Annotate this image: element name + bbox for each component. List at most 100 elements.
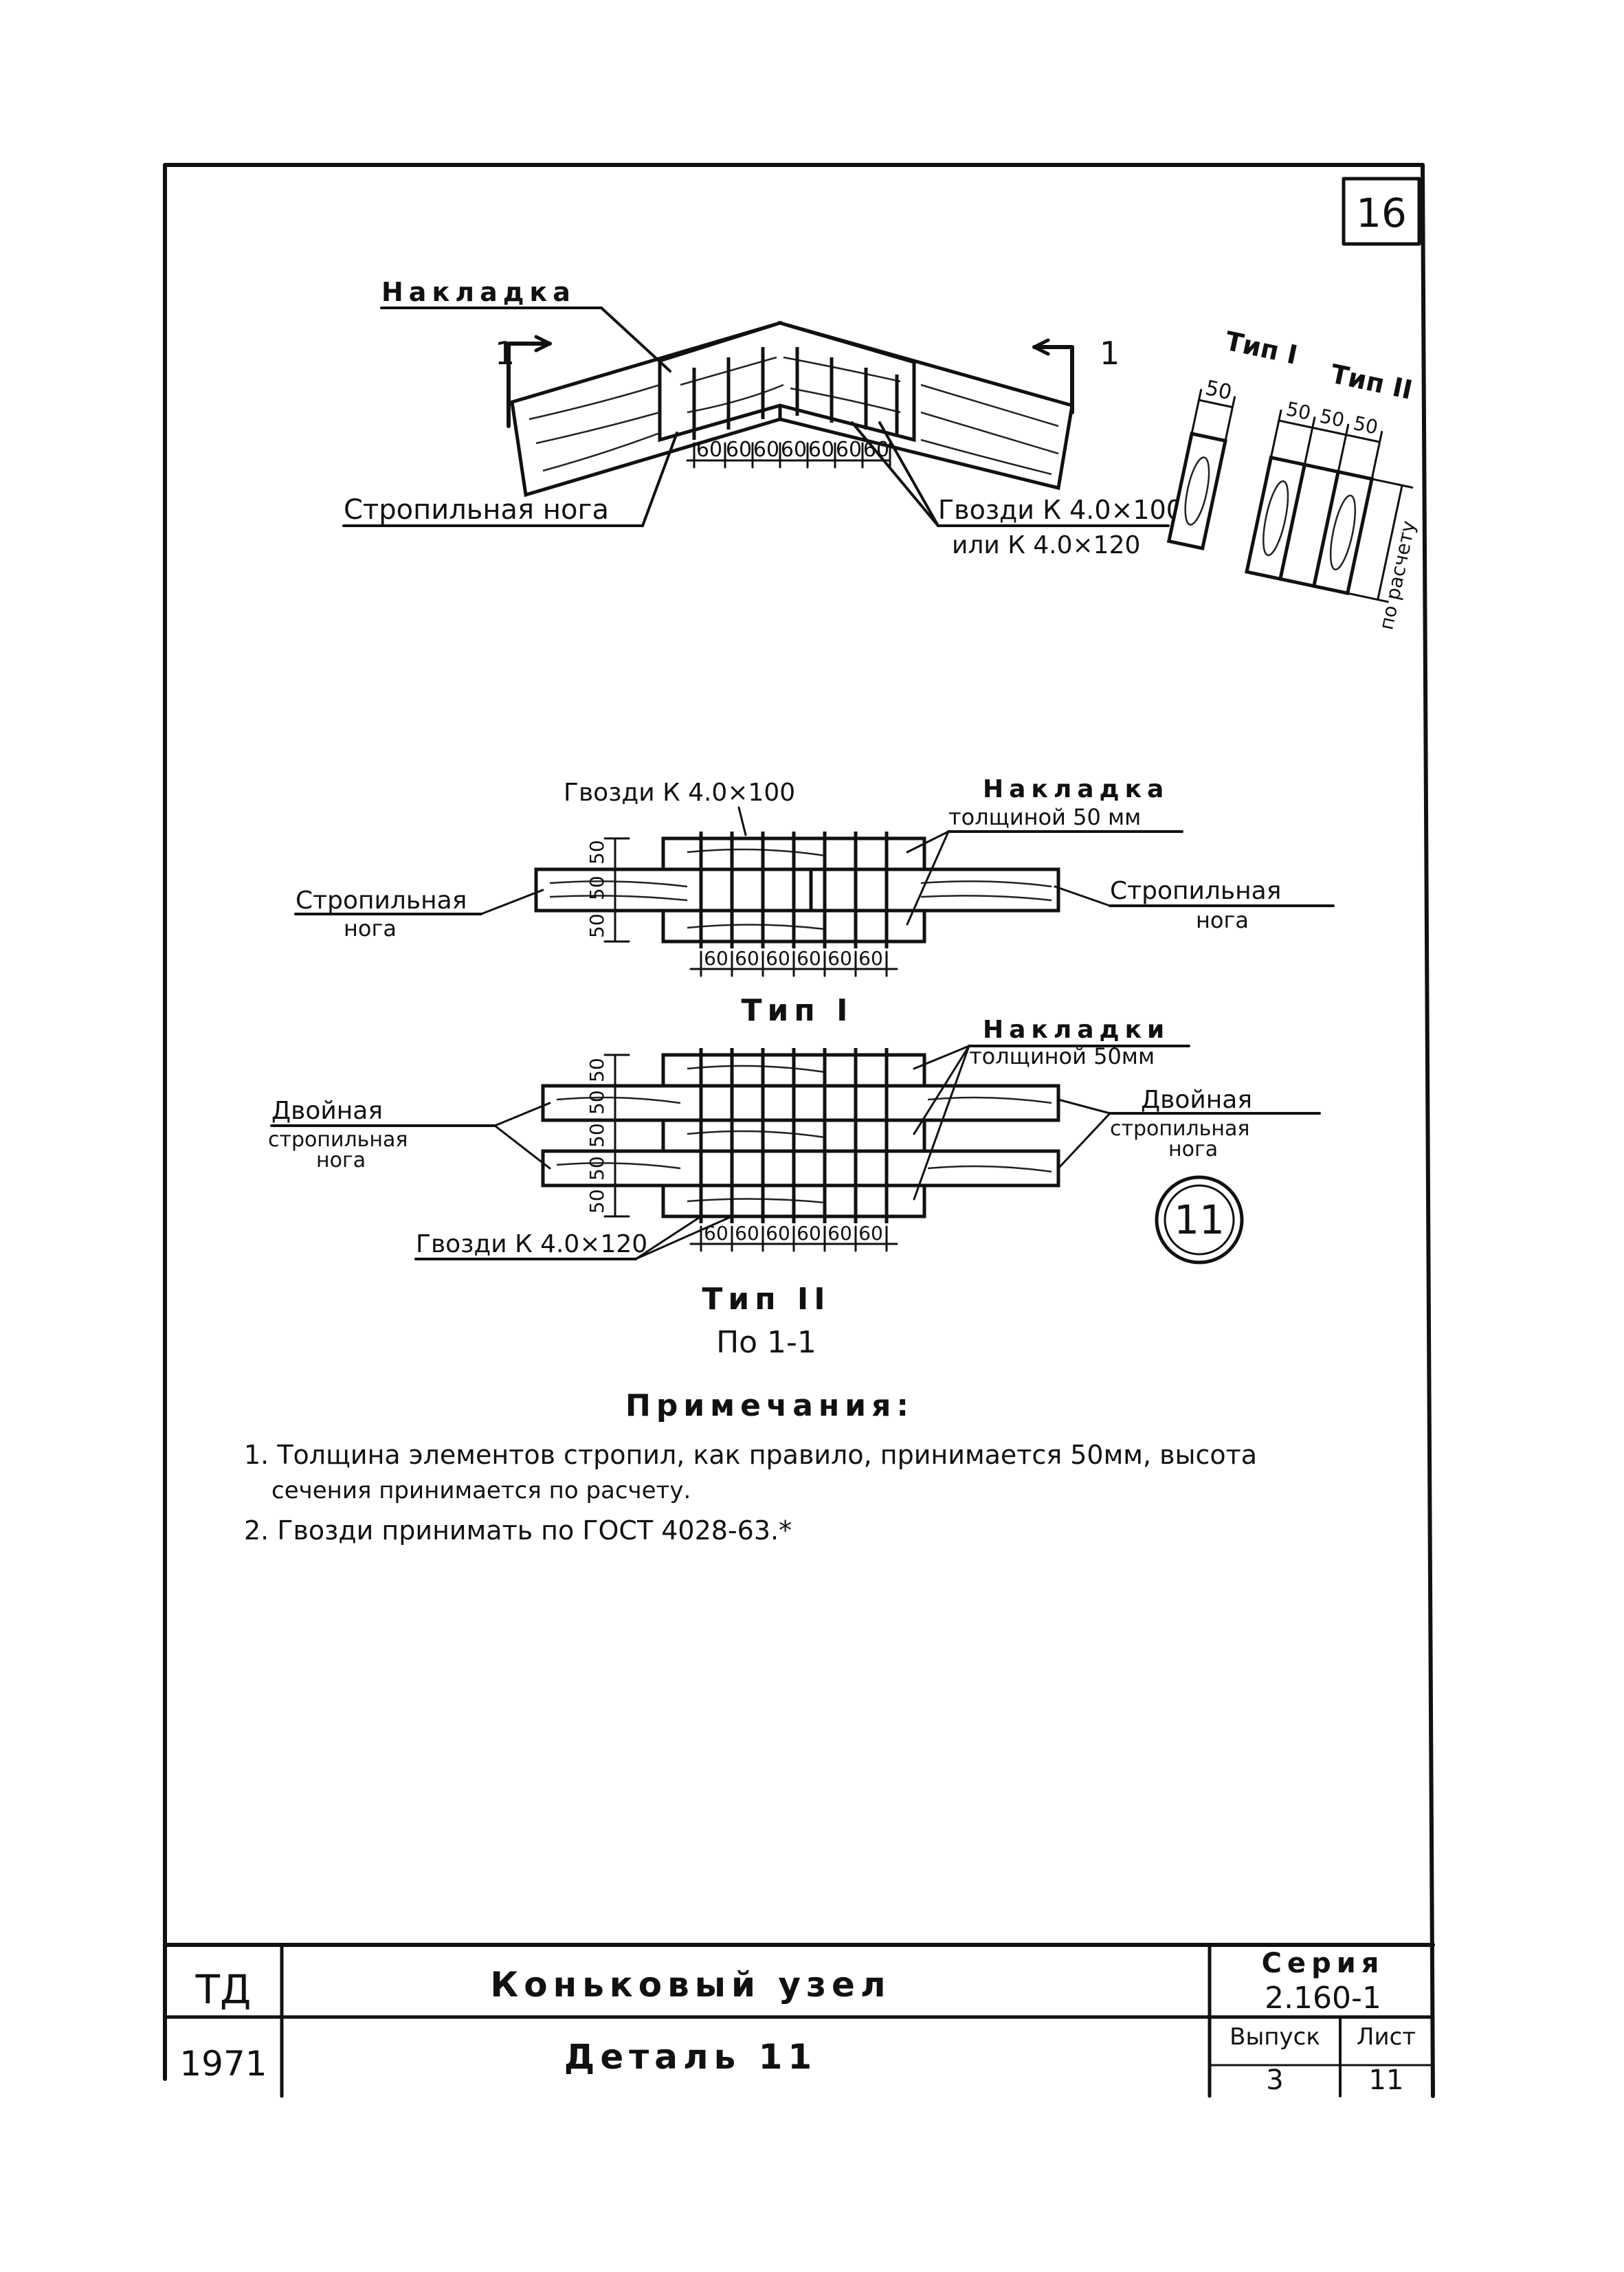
type2-double-right-1: Двойная [1141, 1086, 1252, 1114]
type2-plan: 50 50 50 50 50 60 60 60 60 60 60 Накладк… [268, 1016, 1321, 1360]
notes-title: Примечания: [625, 1388, 914, 1423]
type1-nails-label: Гвозди К 4.0×100 [564, 779, 795, 807]
section-mark-left: 1 [495, 335, 552, 428]
dim-top-6: 60 [836, 438, 862, 462]
title-series-label: Серия [1262, 1948, 1385, 1979]
title-main: Коньковый узел [490, 1965, 891, 2005]
title-issue-label: Выпуск [1230, 2023, 1320, 2051]
type2-vdim-3: 50 [586, 1123, 608, 1148]
type2-bdim-3: 60 [766, 1222, 790, 1245]
dim-top-2: 60 [726, 438, 752, 462]
type2-nails [699, 1048, 889, 1223]
type2-bdim-6: 60 [858, 1222, 883, 1245]
inset-type1-dim: 50 [1203, 376, 1234, 405]
type2-bdim-5: 60 [827, 1222, 852, 1245]
type2-vdim-5: 50 [586, 1189, 608, 1214]
label-nails-2: или К 4.0×120 [952, 531, 1140, 559]
type1-rafter-right-2: нога [1196, 907, 1249, 933]
type1-grain [549, 848, 1052, 931]
type2-vdim-1: 50 [586, 1058, 608, 1082]
wood-grain [529, 356, 1059, 476]
inset-type2-label: Тип II [1328, 359, 1415, 405]
type1-rafter-left-2: нога [344, 915, 397, 942]
type1-vdim-2: 50 [586, 876, 608, 900]
title-sheet-value: 11 [1369, 2064, 1404, 2096]
title-series-value: 2.160-1 [1265, 1981, 1381, 2016]
type2-bdim-2: 60 [735, 1222, 759, 1245]
type2-vertical-dims: 50 50 50 50 50 [586, 1054, 630, 1218]
type2-overlay-label-1: Накладки [983, 1016, 1170, 1044]
note-2: 2. Гвозди принимать по ГОСТ 4028-63.* [244, 1515, 792, 1546]
inset-type2-dim-1: 50 [1284, 397, 1313, 425]
title-issue-value: 3 [1266, 2064, 1283, 2096]
title-org: ТД [195, 1966, 252, 2013]
type2-bdim-4: 60 [797, 1222, 821, 1245]
section-label-left: 1 [495, 335, 515, 372]
type2-grain [556, 1065, 1052, 1204]
type1-rafter-left [534, 867, 813, 913]
dim-top-4: 60 [781, 438, 807, 462]
type1-nails [699, 832, 889, 948]
notes: Примечания: 1. Толщина элементов стропил… [244, 1388, 1257, 1546]
section-mark-right: 1 [1032, 335, 1120, 414]
type1-bdim-6: 60 [858, 947, 883, 970]
type2-double-left-1: Двойная [271, 1097, 383, 1125]
type2-overlay-label-2: толщиной 50мм [969, 1043, 1155, 1069]
type2-double-left-3: нога [316, 1148, 366, 1172]
type2-caption: Тип II [702, 1282, 830, 1317]
type2-bdim-1: 60 [704, 1222, 728, 1245]
type1-bdim-2: 60 [735, 947, 759, 970]
type1-plan: 50 50 50 60 60 60 60 60 60 Гвозди К 4.0×… [294, 775, 1335, 1028]
page-number: 16 [1356, 190, 1407, 236]
section-label-right: 1 [1100, 335, 1120, 372]
type1-bdim-5: 60 [827, 947, 852, 970]
dim-top-5: 60 [808, 438, 834, 462]
page-number-box: 16 [1342, 177, 1421, 246]
type1-bdim-1: 60 [704, 947, 728, 970]
type1-rafter-right [809, 867, 1060, 913]
title-sub: Деталь 11 [564, 2037, 817, 2077]
overlay-plate [658, 321, 916, 443]
type1-vdim-1: 50 [586, 840, 608, 865]
note-1-line-2: сечения принимается по расчету. [271, 1477, 691, 1504]
inset-type1-label: Тип I [1223, 326, 1300, 370]
type2-bottom-dims: 60 60 60 60 60 60 [689, 1222, 898, 1252]
type1-bdim-4: 60 [797, 947, 821, 970]
type2-vdim-2: 50 [586, 1090, 608, 1115]
type2-double-left-2: стропильная [268, 1128, 408, 1152]
type2-rafter-1 [541, 1084, 1060, 1122]
title-year: 1971 [179, 2044, 267, 2084]
type1-rafter-left-1: Стропильная [296, 887, 467, 915]
detail-marker-number: 11 [1174, 1196, 1225, 1243]
inset-type2-dim-2: 50 [1317, 405, 1346, 432]
dim-top-1: 60 [696, 438, 722, 462]
detail-marker: 11 [1155, 1175, 1244, 1265]
type1-vertical-dims: 50 50 50 [586, 837, 630, 943]
note-1-line-1: 1. Толщина элементов стропил, как правил… [244, 1440, 1257, 1470]
type1-caption: Тип I [742, 993, 854, 1028]
inset-type2-dim-3: 50 [1351, 412, 1380, 439]
title-block: ТД 1971 Коньковый узел Деталь 11 Серия 2… [163, 1943, 1435, 2098]
title-sheet-label: Лист [1357, 2023, 1416, 2051]
type2-nails-label: Гвозди К 4.0×120 [416, 1230, 647, 1258]
ridge-elevation-view: 60 60 60 60 60 60 60 1 1 Накладка Стропи… [342, 277, 1183, 559]
sheet-frame [163, 163, 1435, 2098]
nails-row [692, 347, 899, 440]
label-rafter: Стропильная нога [344, 494, 609, 526]
inset-height-label: по расчету [1375, 519, 1420, 632]
type2-rafter-2 [541, 1149, 1060, 1188]
inset-type1-section [1166, 432, 1227, 550]
type1-bdim-3: 60 [766, 947, 790, 970]
type2-double-right-2: стропильная [1110, 1117, 1249, 1141]
label-overlay: Накладка [381, 277, 576, 307]
type1-overlay-label-1: Накладка [983, 775, 1169, 803]
section-inset: Тип I Тип II 50 50 50 50 по расчету [1166, 326, 1420, 632]
type1-rafter-right-1: Стропильная [1110, 877, 1281, 905]
type2-double-right-3: нога [1168, 1137, 1218, 1161]
type1-bottom-dims: 60 60 60 60 60 60 [689, 947, 898, 977]
dim-top-3: 60 [753, 438, 779, 462]
type2-vdim-4: 50 [586, 1156, 608, 1181]
type1-overlay-label-2: толщиной 50 мм [948, 804, 1141, 830]
label-nails-1: Гвозди К 4.0×100 [938, 495, 1183, 525]
